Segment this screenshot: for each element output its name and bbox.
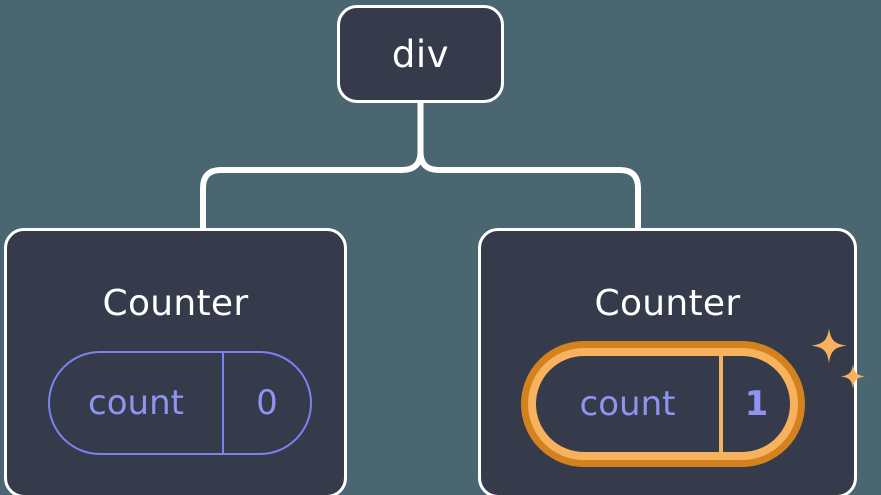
node-counter-right-title: Counter [594, 283, 741, 324]
state-pill-count-right[interactable]: count 1 [528, 348, 798, 460]
state-pill-count-left[interactable]: count 0 [48, 351, 312, 455]
edge-to-right-counter [417, 149, 641, 231]
state-pill-value-cell: 1 [723, 356, 790, 452]
state-value-label: 0 [256, 383, 278, 423]
sparkles-icon [811, 328, 866, 389]
state-value-label: 1 [744, 384, 769, 424]
state-pill-key-cell: count [536, 356, 723, 452]
edge-to-left-counter [200, 149, 424, 231]
state-pill-key-cell: count [50, 353, 224, 453]
sparkle-small-icon [840, 364, 866, 389]
node-counter-left[interactable]: Counter count 0 [4, 228, 347, 495]
node-div-label: div [391, 32, 450, 76]
state-pill-count-right-highlight-ring[interactable]: count 1 [521, 341, 805, 467]
sparkle-large-icon [811, 328, 847, 364]
state-pill-value-cell: 0 [224, 353, 310, 453]
node-div[interactable]: div [337, 5, 504, 103]
node-counter-right[interactable]: Counter count 1 [478, 228, 866, 495]
state-key-label: count [579, 384, 676, 424]
node-counter-left-title: Counter [102, 283, 249, 324]
state-key-label: count [88, 383, 184, 423]
